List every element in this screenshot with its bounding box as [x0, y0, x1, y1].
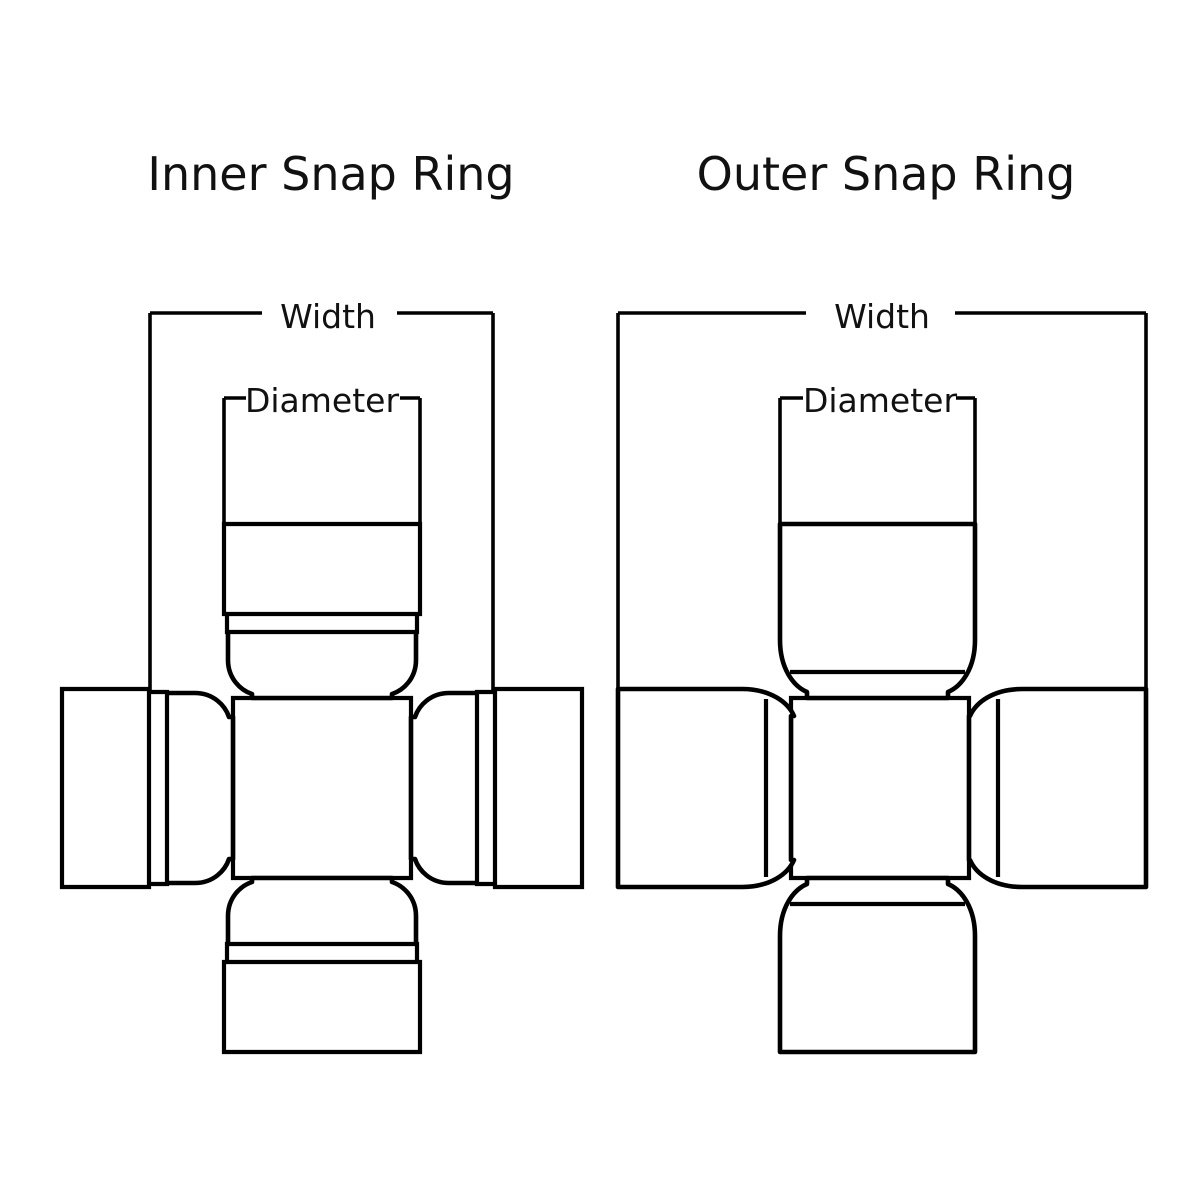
center-cross-block-outer	[788, 695, 972, 881]
bottom-cap-body-inner	[221, 959, 423, 1055]
top-cap-body-outer	[777, 521, 978, 701]
left-cap-body-inner	[59, 686, 152, 890]
center-cross-block-inner	[230, 695, 414, 881]
left-cap-body-outer	[615, 686, 797, 890]
title-inner-snap-ring: Inner Snap Ring	[147, 147, 514, 201]
top-cap-body-inner	[221, 521, 423, 617]
title-outer-snap-ring: Outer Snap Ring	[697, 147, 1076, 201]
diagram-inner-snap-ring: Width Diameter	[59, 297, 585, 1055]
right-cap-body-inner	[492, 686, 585, 890]
diagram-outer-snap-ring: Width Diameter	[615, 297, 1149, 1055]
left-cap-taper-inner	[162, 690, 236, 886]
right-cap-body-outer	[966, 686, 1149, 890]
dimension-width-inner: Width	[148, 297, 495, 690]
top-cap-taper-inner	[225, 627, 419, 701]
right-cap-taper-inner	[408, 690, 482, 886]
diameter-label-inner: Diameter	[245, 381, 399, 420]
dimension-width-outer: Width	[616, 297, 1148, 690]
width-label-outer: Width	[834, 297, 930, 336]
diameter-label-outer: Diameter	[803, 381, 957, 420]
dimension-diameter-inner: Diameter	[222, 381, 422, 524]
width-label-inner: Width	[280, 297, 376, 336]
bottom-cap-body-outer	[777, 875, 978, 1055]
bottom-cap-taper-inner	[225, 875, 419, 949]
dimension-diameter-outer: Diameter	[778, 381, 977, 524]
